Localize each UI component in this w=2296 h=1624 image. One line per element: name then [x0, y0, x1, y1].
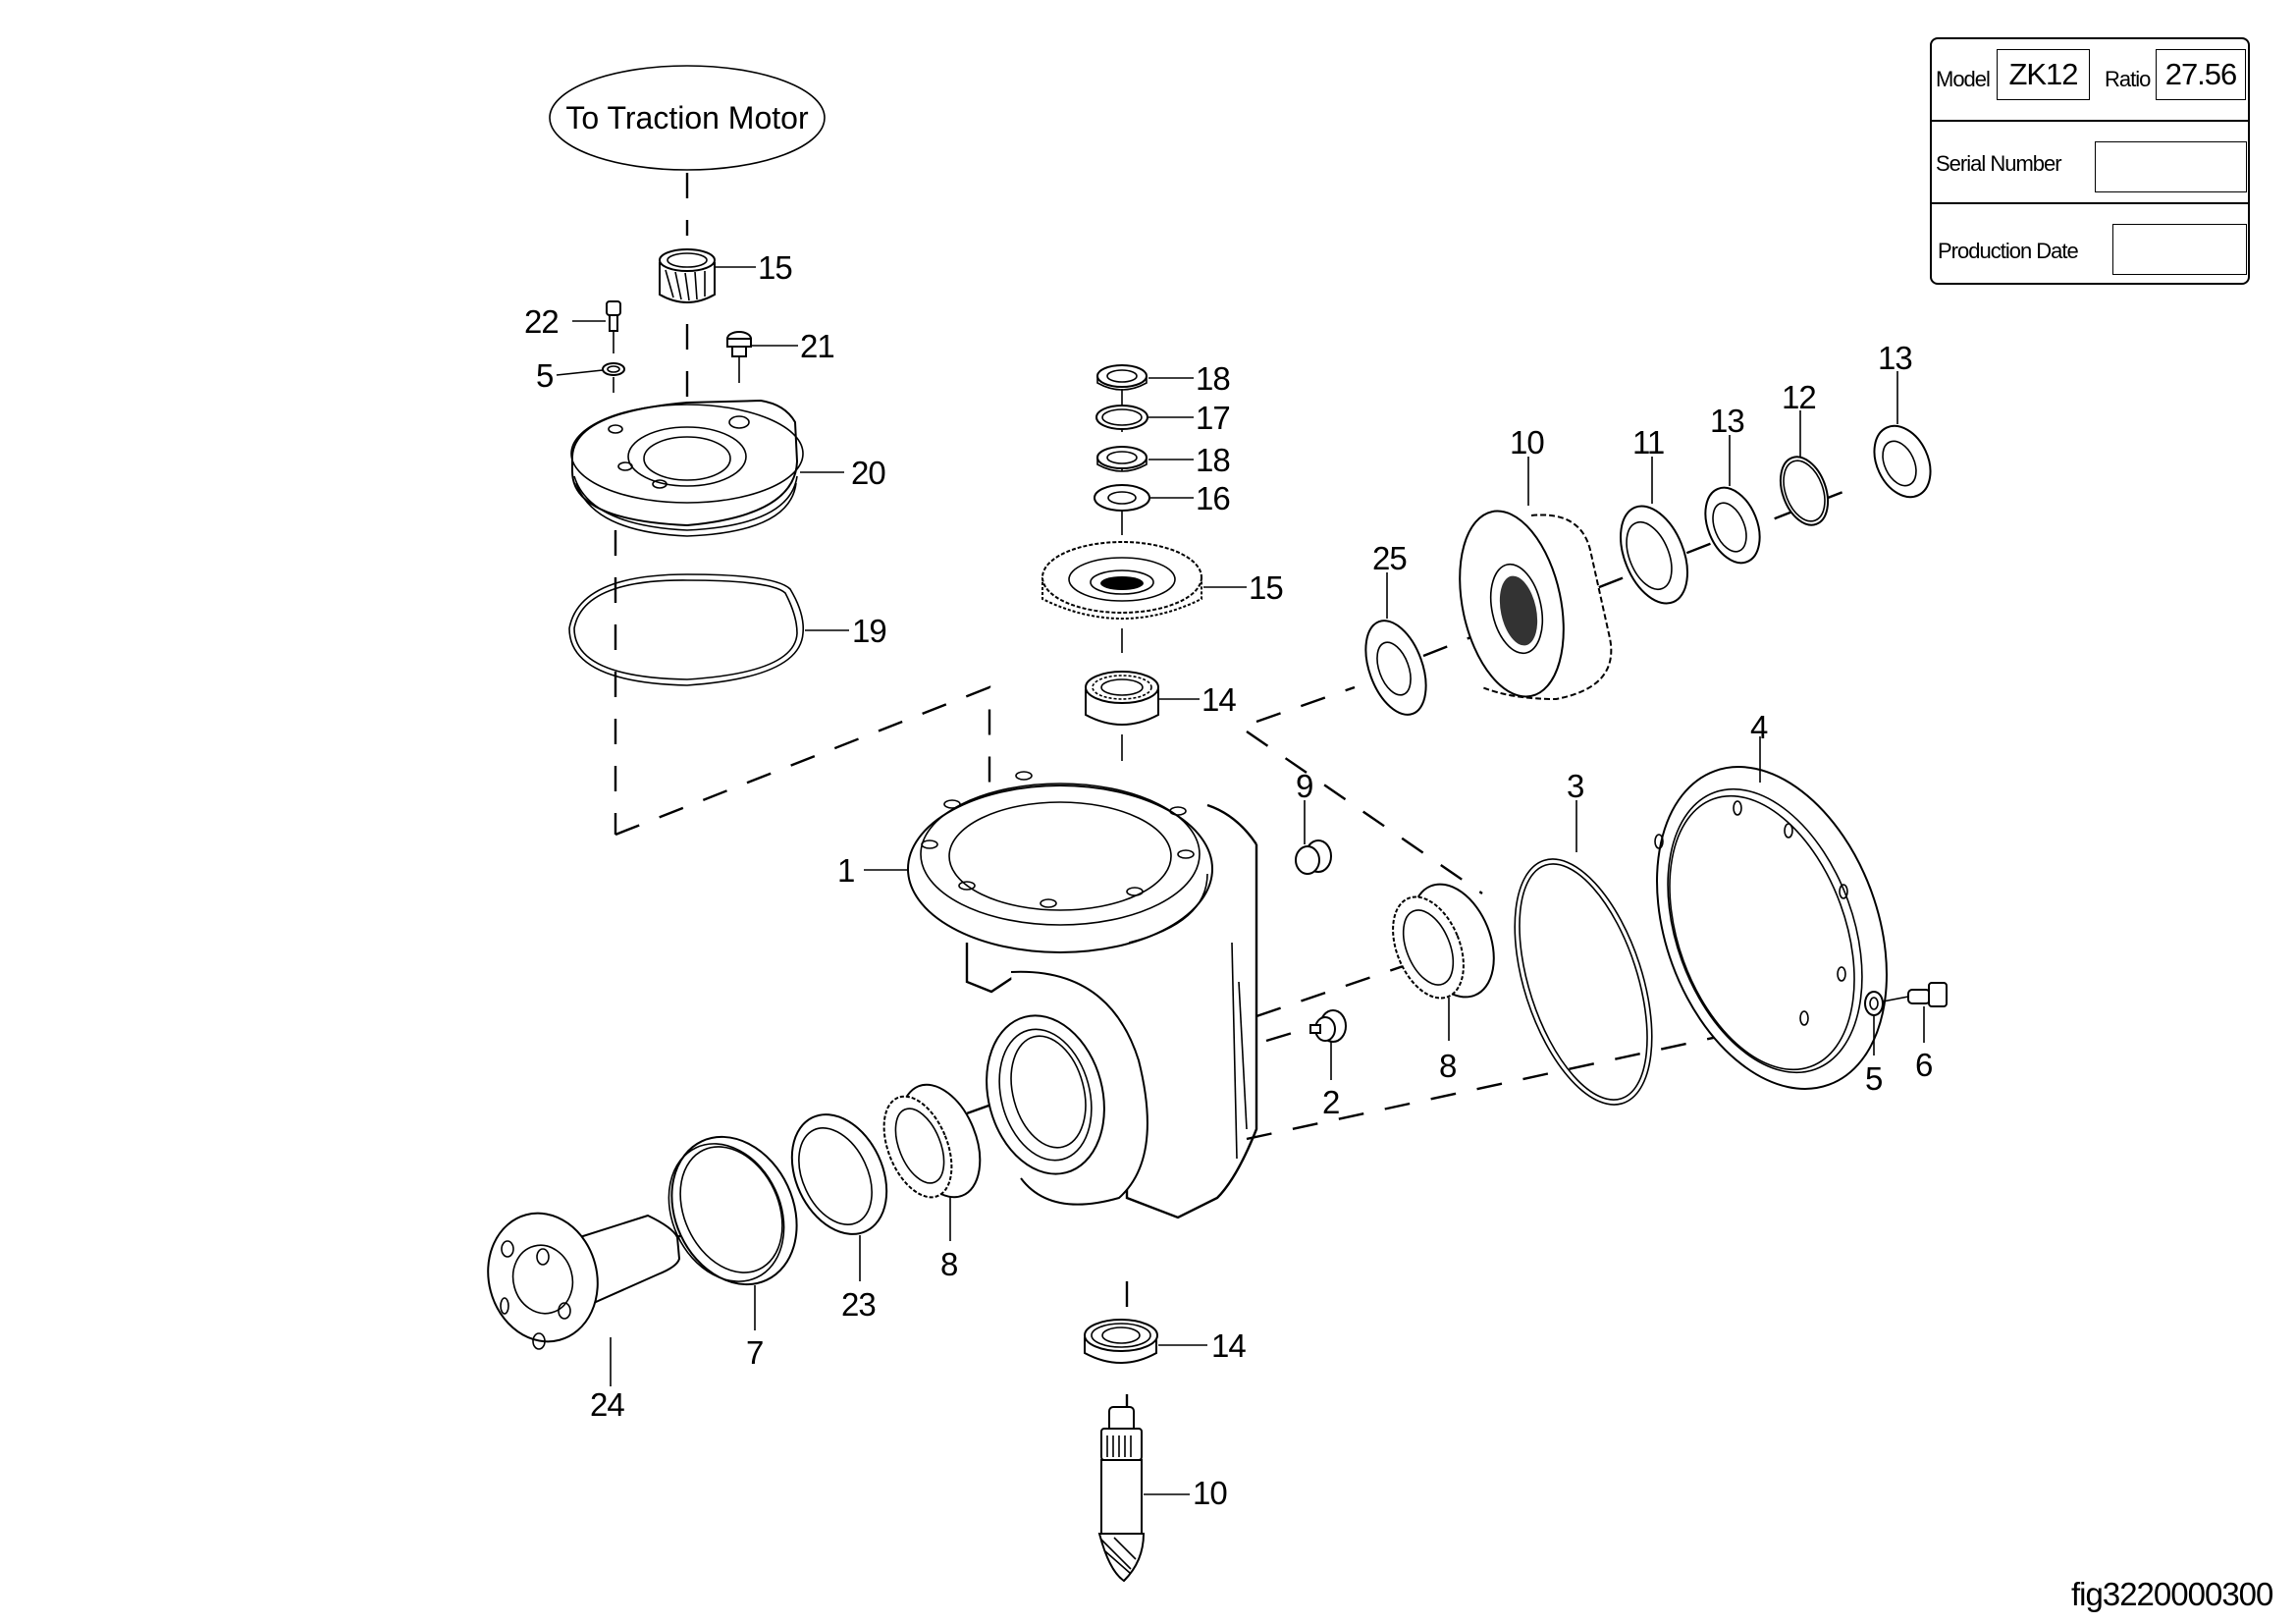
callout-4: 4: [1750, 709, 1768, 745]
callout-23: 23: [841, 1286, 876, 1323]
callout-14: 14: [1211, 1327, 1246, 1364]
callout-6: 6: [1915, 1047, 1932, 1083]
output-flange-shaft-part: [487, 1212, 681, 1350]
callout-18: 18: [1196, 360, 1230, 397]
production-date-label: Production Date: [1938, 239, 2079, 263]
top-cover-part: [570, 399, 804, 537]
center-stack-parts: [1041, 364, 1202, 761]
leader-lines: [556, 266, 1925, 1495]
callout-16: 16: [1196, 480, 1230, 516]
plug-part: [726, 331, 752, 383]
callout-10: 10: [1510, 424, 1544, 460]
callout-3: 3: [1567, 768, 1583, 804]
callout-7: 7: [746, 1334, 763, 1371]
callout-2: 2: [1322, 1084, 1339, 1120]
cap-screw-part: [606, 300, 621, 353]
tapered-bearing-left-part: [882, 1083, 982, 1199]
traction-motor-label: To Traction Motor: [565, 100, 809, 135]
top-o-ring-part: [568, 573, 805, 686]
gearbox-housing-part: [907, 771, 1258, 1219]
pinion-shaft-part: [1097, 1406, 1146, 1583]
callout-25: 25: [1372, 540, 1407, 576]
o-ring-right-part: [1514, 858, 1653, 1106]
model-ratio-row: Model ZK12 Ratio 27.56: [1932, 39, 2248, 122]
callout-5: 5: [1865, 1060, 1882, 1097]
callout-22: 22: [524, 303, 559, 340]
callout-1: 1: [837, 852, 854, 889]
callout-15: 15: [1249, 569, 1283, 606]
callout-13: 13: [1710, 403, 1744, 439]
traction-motor-callout: To Traction Motor: [549, 65, 826, 171]
callout-numbers: 15 22 5 21 20 19 18 17 18 16 15 14 25 10…: [524, 249, 1933, 1511]
washer-right-part: [1864, 991, 1884, 1016]
callout-8: 8: [940, 1246, 957, 1282]
callout-21: 21: [800, 328, 834, 364]
breather-part: [1309, 1009, 1347, 1043]
model-info-box: Model ZK12 Ratio 27.56 Serial Number Pro…: [1930, 37, 2250, 285]
serial-number-row: Serial Number: [1932, 122, 2248, 204]
callout-19: 19: [852, 613, 886, 649]
tapered-bearing-right-part: [1392, 883, 1495, 1000]
callout-14: 14: [1201, 681, 1236, 718]
callout-15: 15: [758, 249, 792, 286]
figure-id: fig3220000300: [2071, 1576, 2273, 1612]
side-cover-part: [1654, 766, 1888, 1090]
ratio-value: 27.56: [2156, 49, 2246, 100]
seal-part: [667, 1135, 798, 1286]
production-date-row: Production Date: [1932, 204, 2248, 285]
callout-13: 13: [1878, 340, 1912, 376]
callout-24: 24: [590, 1386, 624, 1423]
washer-part: [602, 362, 625, 393]
bolt-right-part: [1882, 982, 1948, 1007]
motor-pinion-part: [659, 248, 716, 303]
model-label: Model: [1936, 67, 1991, 91]
model-value: ZK12: [1997, 49, 2090, 100]
callout-20: 20: [851, 455, 885, 491]
production-date-field[interactable]: [2112, 224, 2247, 275]
callout-17: 17: [1196, 400, 1230, 436]
callout-10: 10: [1193, 1475, 1227, 1511]
callout-5: 5: [536, 357, 553, 394]
callout-18: 18: [1196, 442, 1230, 478]
housing-plug-part: [1295, 839, 1332, 875]
bottom-bearing-part: [1084, 1319, 1158, 1364]
ring-gear-stack-parts: [1364, 424, 1932, 716]
callout-12: 12: [1782, 379, 1816, 415]
serial-number-label: Serial Number: [1936, 151, 2062, 176]
spacer-ring-part: [790, 1113, 888, 1235]
serial-number-field[interactable]: [2095, 141, 2247, 192]
callout-9: 9: [1296, 768, 1312, 804]
callout-8: 8: [1439, 1048, 1456, 1084]
callout-11: 11: [1632, 424, 1664, 460]
ratio-label: Ratio: [2105, 67, 2151, 91]
